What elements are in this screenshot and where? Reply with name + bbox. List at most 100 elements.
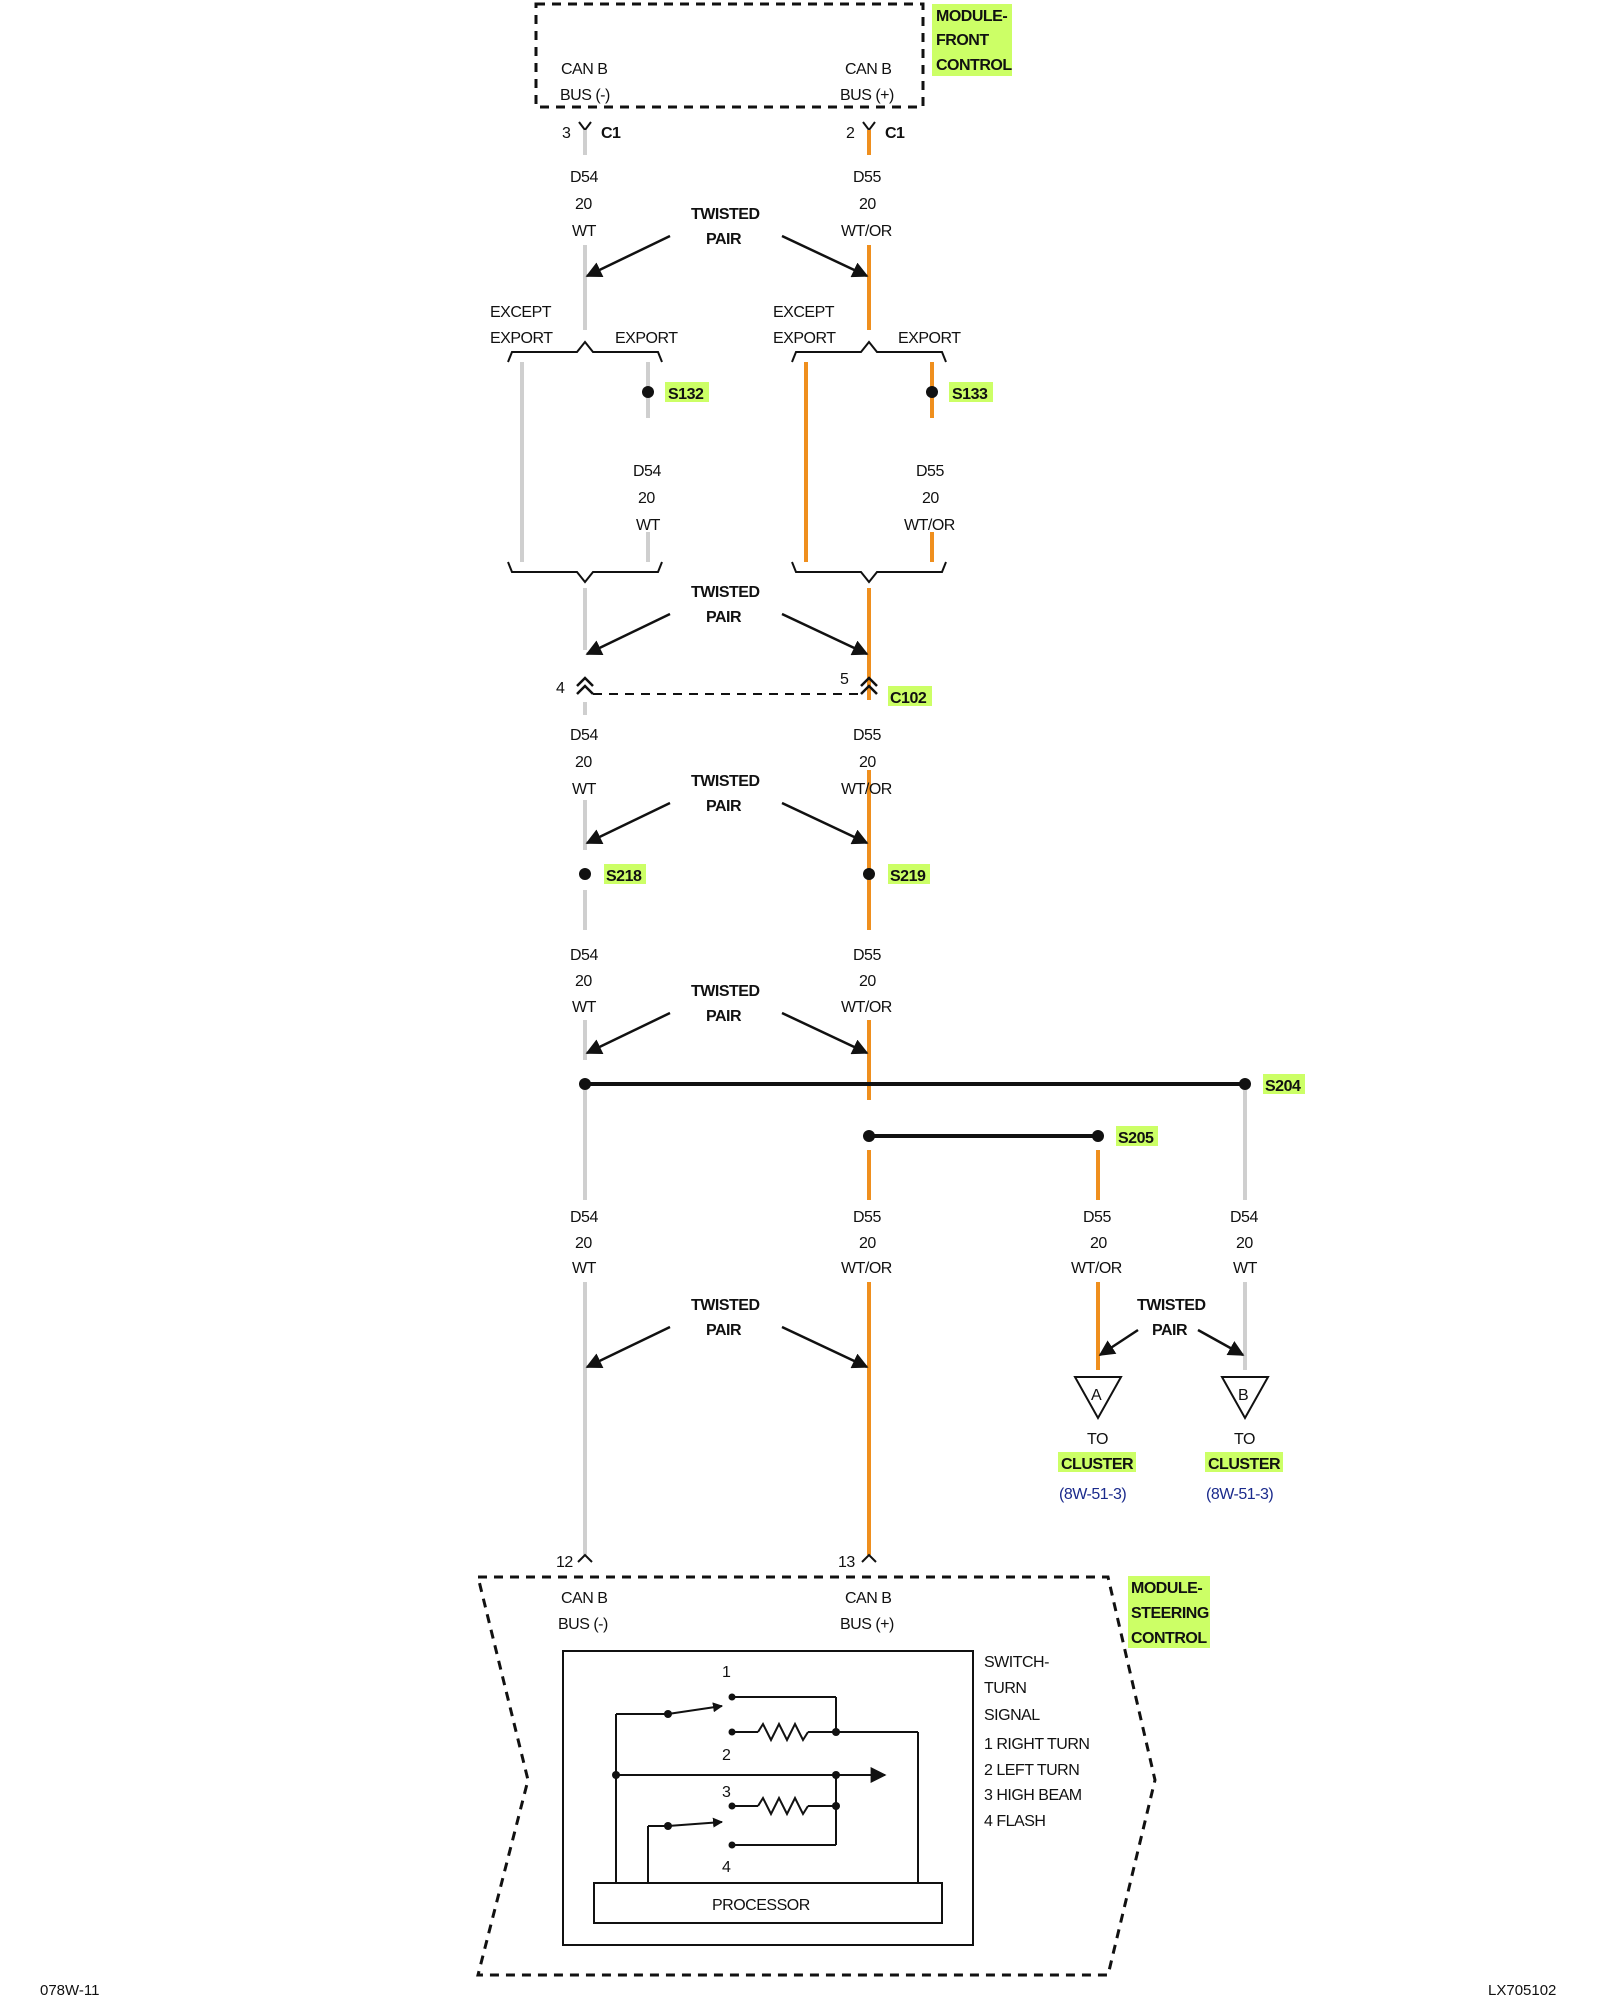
- twisted-pair-3-line1: TWISTED: [691, 773, 760, 790]
- module-front-name-2: FRONT: [936, 32, 989, 49]
- destination-b-letter: B: [1238, 1387, 1248, 1404]
- wtor-label-5-code: D55: [853, 1209, 881, 1226]
- c1-right-name: C1: [885, 125, 905, 142]
- wire-d54-main: [520, 130, 1247, 1555]
- twisted-pair-3-line2: PAIR: [706, 798, 742, 815]
- module-front-control: MODULE- FRONT CONTROL CAN B BUS (-) CAN …: [534, 2, 1013, 109]
- destination-b: B TO CLUSTER (8W-51-3): [1205, 1376, 1283, 1503]
- c102-left-pin: 4: [556, 680, 565, 697]
- splice-s219: S219: [863, 864, 930, 885]
- wtor-label-2-gauge: 20: [922, 490, 939, 507]
- destination-a-letter: A: [1091, 1387, 1102, 1404]
- wt-label-6-gauge: 20: [1236, 1235, 1253, 1252]
- splice-s218: S218: [579, 864, 646, 885]
- twisted-pair-4-line1: TWISTED: [691, 983, 760, 1000]
- twisted-pair-6: TWISTED PAIR: [1098, 1297, 1245, 1357]
- front-pin-minus-2: BUS (-): [560, 87, 610, 104]
- wtor-label-2-color: WT/OR: [904, 517, 955, 534]
- c1-left-name: C1: [601, 125, 621, 142]
- splice-s204: S204: [579, 1074, 1305, 1095]
- wt-label-3-gauge: 20: [575, 754, 592, 771]
- twisted-pair-3: TWISTED PAIR: [585, 773, 869, 845]
- wire-labels: D54 20 WT D55 20 WT/OR D54 20 WT D55 20 …: [570, 169, 1259, 1277]
- wtor-label-1-gauge: 20: [859, 196, 876, 213]
- twisted-pair-5: TWISTED PAIR: [585, 1297, 869, 1369]
- wtor-label-3-code: D55: [853, 727, 881, 744]
- switch-title-1: SWITCH-: [984, 1654, 1049, 1671]
- wt-label-3-code: D54: [570, 727, 598, 744]
- footer-right: LX705102: [1488, 1982, 1556, 1999]
- switch-pos-4: 4: [722, 1859, 731, 1876]
- destination-a-ref: (8W-51-3): [1059, 1486, 1126, 1503]
- wtor-label-6-code: D55: [1083, 1209, 1111, 1226]
- module-front-name-3: CONTROL: [936, 57, 1012, 74]
- switch-pos-1: 1: [722, 1664, 731, 1681]
- steer-pin-plus-1: CAN B: [845, 1590, 891, 1607]
- destination-b-name: CLUSTER: [1208, 1456, 1281, 1473]
- steer-pin-minus-1: CAN B: [561, 1590, 607, 1607]
- wt-label-2-code: D54: [633, 463, 661, 480]
- wtor-label-4-color: WT/OR: [841, 999, 892, 1016]
- front-pin-plus-1: CAN B: [845, 61, 891, 78]
- twisted-pair-2-line1: TWISTED: [691, 584, 760, 601]
- twisted-pair-4: TWISTED PAIR: [585, 983, 869, 1055]
- wtor-label-1-code: D55: [853, 169, 881, 186]
- twisted-pair-1-line2: PAIR: [706, 231, 742, 248]
- except-export-right-2: EXPORT: [773, 330, 836, 347]
- wt-label-1-gauge: 20: [575, 196, 592, 213]
- wtor-label-4-code: D55: [853, 947, 881, 964]
- splice-s205-label: S205: [1118, 1130, 1154, 1147]
- module-steering-name-2: STEERING: [1131, 1605, 1209, 1622]
- steer-pin-plus-2: BUS (+): [840, 1616, 894, 1633]
- switch-title-3: SIGNAL: [984, 1707, 1040, 1724]
- switch-legend-4: 4 FLASH: [984, 1813, 1045, 1830]
- front-pin-plus-2: BUS (+): [840, 87, 894, 104]
- wire-d55-main: [804, 130, 1100, 1555]
- switch-title-2: TURN: [984, 1680, 1026, 1697]
- splice-s132-label: S132: [668, 386, 704, 403]
- module-front-name-1: MODULE-: [936, 8, 1007, 25]
- twisted-pair-5-line2: PAIR: [706, 1322, 742, 1339]
- splice-s219-label: S219: [890, 868, 926, 885]
- module-steering-control: 12 13 CAN B BUS (-) CAN B BUS (+) MODULE…: [476, 1553, 1210, 1977]
- wtor-label-6-gauge: 20: [1090, 1235, 1107, 1252]
- turn-signal-switch: PROCESSOR: [562, 1650, 1090, 1946]
- wt-label-5-color: WT: [572, 1260, 597, 1277]
- wt-label-2-gauge: 20: [638, 490, 655, 507]
- module-steering-highlight: [1128, 1576, 1210, 1648]
- module-steering-name-1: MODULE-: [1131, 1580, 1202, 1597]
- wt-label-4-code: D54: [570, 947, 598, 964]
- splice-s205: S205: [863, 1126, 1158, 1147]
- wtor-label-3-gauge: 20: [859, 754, 876, 771]
- module-steering-name-3: CONTROL: [1131, 1630, 1207, 1647]
- c102-name: C102: [890, 690, 927, 707]
- steer-pin-minus-2: BUS (-): [558, 1616, 608, 1633]
- module-front-highlight: [932, 4, 1012, 76]
- front-pin-minus-1: CAN B: [561, 61, 607, 78]
- twisted-pair-1-line1: TWISTED: [691, 206, 760, 223]
- switch-pos-2: 2: [722, 1747, 731, 1764]
- wt-label-6-color: WT: [1233, 1260, 1258, 1277]
- wtor-label-1-color: WT/OR: [841, 223, 892, 240]
- footer-left: 078W-11: [40, 1982, 99, 1999]
- splice-s218-label: S218: [606, 868, 642, 885]
- wt-label-6-code: D54: [1230, 1209, 1258, 1226]
- twisted-pair-6-line1: TWISTED: [1137, 1297, 1206, 1314]
- twisted-pair-5-line1: TWISTED: [691, 1297, 760, 1314]
- wt-label-1-code: D54: [570, 169, 598, 186]
- wt-label-5-code: D54: [570, 1209, 598, 1226]
- except-export-right-1: EXCEPT: [773, 304, 835, 321]
- destination-a-name: CLUSTER: [1061, 1456, 1134, 1473]
- wt-label-4-gauge: 20: [575, 973, 592, 990]
- destination-a-to: TO: [1087, 1431, 1108, 1448]
- c1-right-pin: 2: [846, 125, 855, 142]
- switch-pos-3: 3: [722, 1784, 731, 1801]
- wt-label-3-color: WT: [572, 781, 597, 798]
- connector-c102: 4 5 C102: [556, 671, 932, 707]
- wtor-label-6-color: WT/OR: [1071, 1260, 1122, 1277]
- export-left: EXPORT: [615, 330, 678, 347]
- branch-braces: [507, 340, 947, 584]
- wt-label-5-gauge: 20: [575, 1235, 592, 1252]
- destination-a: A TO CLUSTER (8W-51-3): [1058, 1376, 1136, 1503]
